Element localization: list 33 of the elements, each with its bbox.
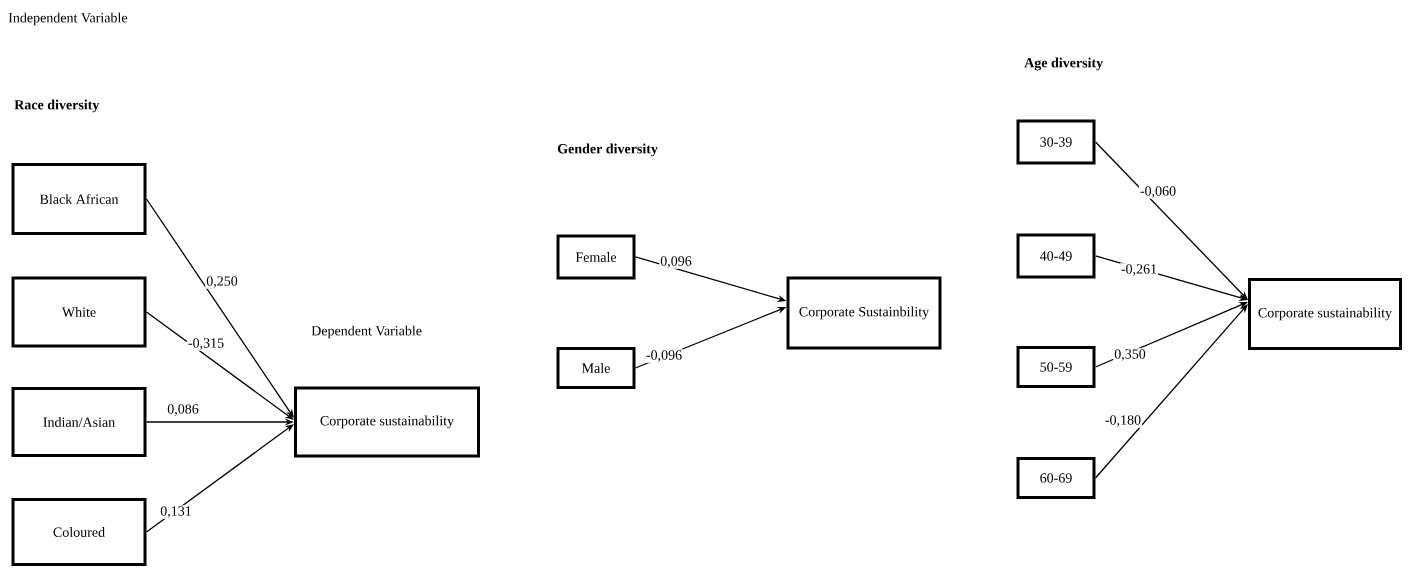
section-label: Dependent Variable [311, 325, 422, 339]
group-heading: Gender diversity [557, 143, 658, 157]
arrow [1094, 141, 1248, 300]
variable-box: Coloured [11, 498, 147, 566]
edge-label: 0,086 [166, 403, 200, 417]
variable-box: Corporate Sustainbility [786, 276, 942, 350]
edge-label: -0,060 [1138, 185, 1178, 199]
edge-label: -0,096 [644, 349, 684, 363]
variable-box: 60-69 [1016, 457, 1096, 499]
variable-box: Corporate sustainability [1248, 278, 1402, 350]
variable-box: Black African [11, 163, 147, 235]
variable-box: 50-59 [1016, 346, 1096, 388]
variable-box: Corporate sustainability [294, 386, 480, 458]
edge-label: 0,250 [205, 275, 239, 289]
arrow [145, 424, 294, 533]
group-heading: Race diversity [14, 99, 100, 113]
edge-label: -0,261 [1119, 263, 1159, 277]
variable-box: Female [556, 234, 636, 280]
group-heading: Age diversity [1024, 57, 1103, 71]
edge-label: -0,315 [186, 337, 226, 351]
arrow [145, 198, 294, 418]
variable-box: Male [556, 347, 636, 389]
edge-label: 0,096 [659, 255, 693, 269]
edge-label: 0,131 [159, 505, 193, 519]
section-label: Independent Variable [8, 12, 128, 26]
variable-box: 40-49 [1016, 233, 1096, 279]
variable-box: 30-39 [1016, 119, 1096, 165]
edge-label: -0,180 [1103, 414, 1143, 428]
arrow [145, 311, 294, 420]
variable-box: Indian/Asian [11, 387, 147, 457]
edge-label: 0,350 [1113, 348, 1147, 362]
arrow [1094, 304, 1248, 479]
variable-box: White [11, 276, 147, 348]
